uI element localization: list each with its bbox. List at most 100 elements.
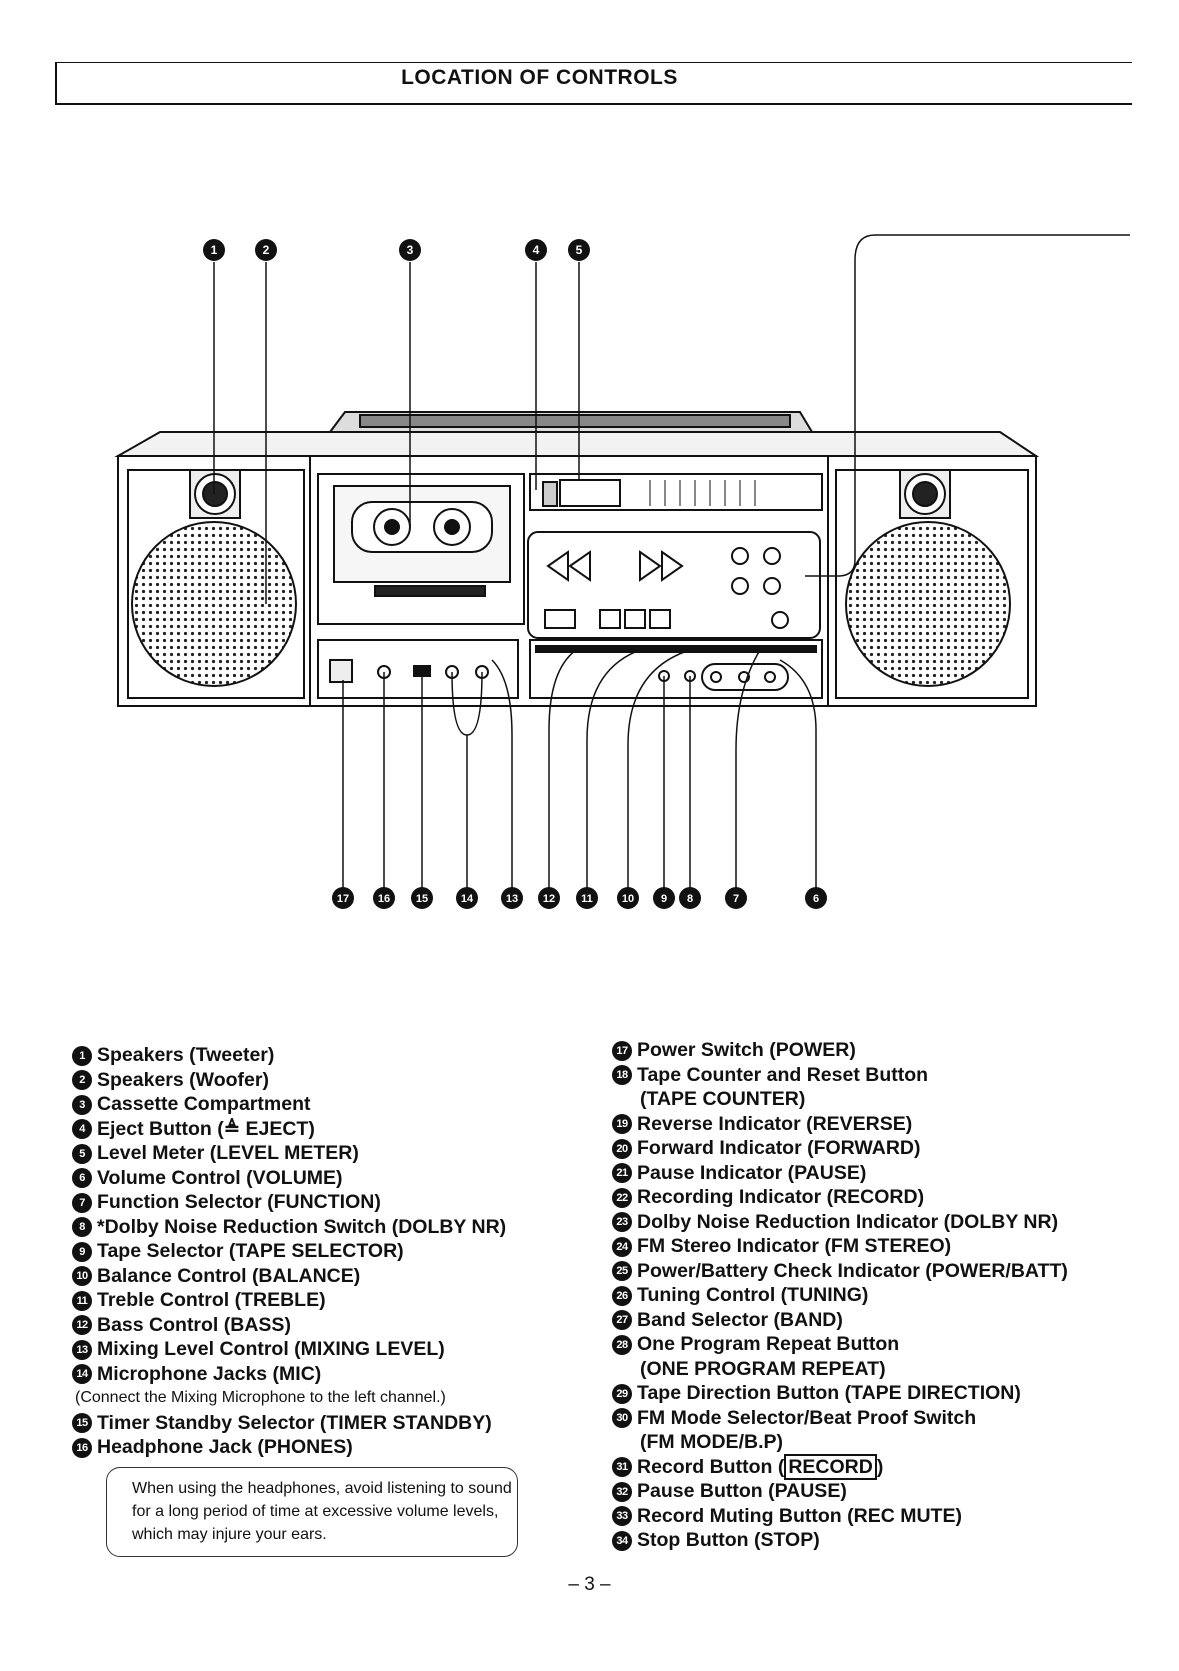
record-label-box: RECORD (784, 1453, 877, 1480)
number-badge: 8 (72, 1217, 92, 1238)
number-badge: 10 (72, 1266, 92, 1287)
left-speaker (127, 469, 305, 699)
svg-text:13: 13 (506, 893, 518, 905)
number-badge: 9 (72, 1241, 92, 1262)
svg-text:6: 6 (813, 893, 819, 905)
lower-strip (317, 639, 823, 699)
svg-text:17: 17 (337, 893, 349, 905)
number-badge: 5 (72, 1143, 92, 1164)
number-badge: 24 (612, 1236, 632, 1257)
top-callouts: 1 2 3 4 5 (203, 239, 590, 261)
number-badge: 17 (612, 1040, 632, 1061)
number-badge: 20 (612, 1138, 632, 1159)
number-badge: 3 (72, 1094, 92, 1115)
header-frame (55, 62, 1132, 105)
svg-text:3: 3 (407, 243, 414, 257)
warning-box (106, 1467, 518, 1557)
cassette-deck (317, 473, 525, 625)
svg-text:1: 1 (211, 243, 218, 257)
leader-lines (213, 234, 1130, 890)
svg-text:16: 16 (378, 893, 390, 905)
number-badge: 28 (612, 1334, 632, 1355)
number-badge: 13 (72, 1339, 92, 1360)
number-badge: 14 (72, 1364, 92, 1385)
number-badge: 31 (612, 1457, 632, 1478)
number-badge: 11 (72, 1290, 92, 1311)
svg-text:15: 15 (416, 893, 428, 905)
svg-text:2: 2 (263, 243, 270, 257)
control-panel (527, 473, 823, 639)
number-badge: 22 (612, 1187, 632, 1208)
number-badge: 15 (72, 1413, 92, 1434)
number-badge: 34 (612, 1530, 632, 1551)
number-badge: 6 (72, 1168, 92, 1189)
number-badge: 30 (612, 1408, 632, 1429)
number-badge: 23 (612, 1212, 632, 1233)
number-badge: 18 (612, 1065, 632, 1086)
svg-text:4: 4 (533, 243, 540, 257)
svg-text:8: 8 (687, 893, 693, 905)
warning-text: When using the headphones, avoid listeni… (132, 1480, 512, 1543)
number-badge: 32 (612, 1481, 632, 1502)
number-badge: 25 (612, 1261, 632, 1282)
page-title: LOCATION OF CONTROLS (401, 66, 678, 89)
number-badge: 29 (612, 1383, 632, 1404)
svg-text:7: 7 (733, 893, 739, 905)
mic-note: (Connect the Mixing Microphone to the le… (75, 1389, 446, 1406)
number-badge: 16 (72, 1437, 92, 1458)
svg-text:14: 14 (461, 893, 474, 905)
number-badge: 12 (72, 1315, 92, 1336)
svg-text:5: 5 (576, 243, 583, 257)
bottom-callouts: 17 16 15 14 13 12 11 10 9 8 7 6 (332, 887, 827, 909)
list-item-continuation: (FM MODE/B.P) (640, 1431, 783, 1453)
svg-text:10: 10 (622, 893, 634, 905)
list-item-continuation: (ONE PROGRAM REPEAT) (640, 1357, 886, 1380)
svg-text:12: 12 (543, 893, 555, 905)
number-badge: 1 (72, 1045, 92, 1066)
list-item: 8*Dolby Noise Reduction Switch (DOLBY NR… (72, 1215, 506, 1240)
boombox-diagram: 1 2 3 4 5 17 16 15 14 13 12 11 10 9 8 7 … (114, 234, 1130, 909)
page-number: – 3 – (568, 1574, 611, 1595)
number-badge: 21 (612, 1163, 632, 1184)
number-badge: 26 (612, 1285, 632, 1306)
number-badge: 2 (72, 1070, 92, 1091)
list-item-continuation: (TAPE COUNTER) (640, 1088, 806, 1110)
right-speaker (835, 469, 1029, 699)
number-badge: 19 (612, 1114, 632, 1135)
